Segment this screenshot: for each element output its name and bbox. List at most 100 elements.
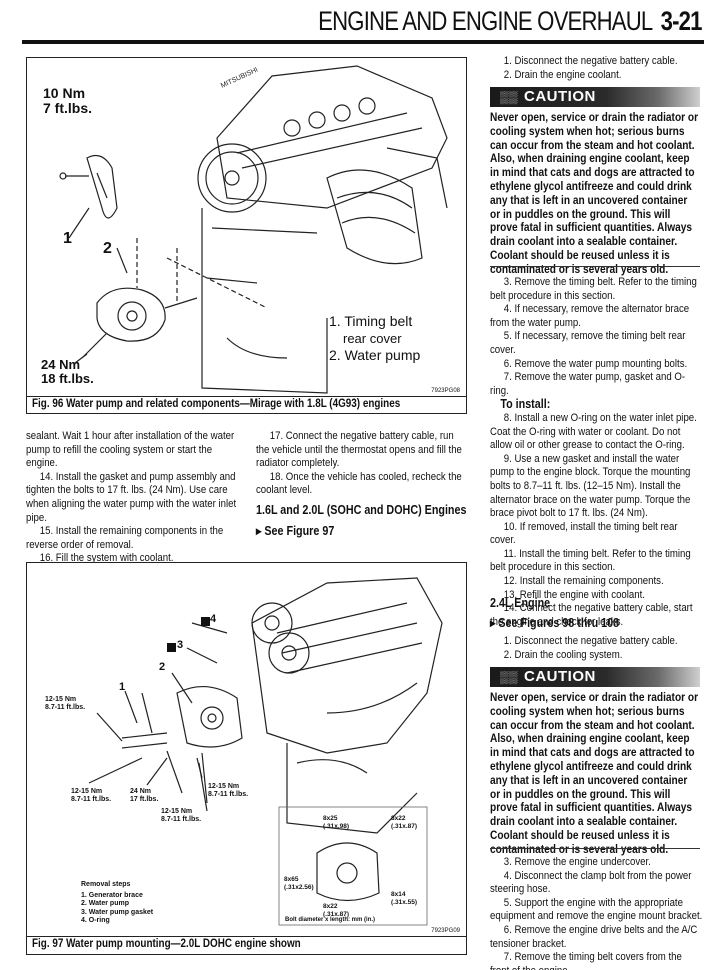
callout-2: 2	[103, 240, 112, 257]
bolt-size: 8x25	[323, 815, 338, 822]
removal-step: 4. O-ring	[81, 917, 110, 924]
right-steps-b: 3. Remove the timing belt. Refer to the …	[490, 276, 703, 629]
caption-rule	[27, 396, 466, 397]
torque-value: 12-15 Nm	[45, 696, 77, 703]
section-heading: 1.6L and 2.0L (SOHC and DOHC) Engines	[256, 503, 467, 517]
section-heading: 2.4L Engine	[490, 596, 551, 610]
legend-item: rear cover	[343, 331, 402, 346]
step: 3. Remove the engine undercover.	[503, 856, 651, 868]
caution-label: CAUTION	[524, 88, 596, 105]
fig96-torque-bottom: 24 Nm 18 ft.lbs.	[41, 358, 94, 386]
figure-caption: Fig. 96 Water pump and related component…	[32, 398, 401, 410]
middle-text-column: 17. Connect the negative battery cable, …	[256, 430, 468, 498]
right-steps-a: 1. Disconnect the negative battery cable…	[490, 55, 703, 82]
caution-banner-2: ▒▒CAUTION	[490, 667, 700, 687]
removal-step: 1. Generator brace	[81, 891, 143, 899]
bolt-c: 8x65(.31x2.56)	[284, 876, 314, 892]
torque-value: 17 ft.lbs.	[130, 796, 159, 803]
fig96-legend: 1. Timing belt rear cover 2. Water pump	[329, 313, 420, 364]
right-steps-d: 1. Disconnect the negative battery cable…	[490, 635, 703, 662]
step: 1. Disconnect the negative battery cable…	[503, 635, 678, 647]
callout-4: 4	[210, 613, 217, 625]
removal-steps: Removal steps 1. Generator brace 2. Wate…	[81, 881, 153, 926]
callout-1: 1	[119, 681, 126, 693]
removal-step: 2. Water pump	[81, 900, 129, 907]
step: 1. Disconnect the negative battery cable…	[503, 55, 678, 67]
torque-value: 8.7-11 ft.lbs.	[208, 791, 249, 798]
bolt-size: 8x22	[323, 903, 338, 910]
bolt-e: 8x14(.31x.55)	[391, 891, 417, 907]
see-figure-label: See Figure 97	[264, 524, 335, 538]
step: 6. Remove the engine drive belts and the…	[490, 923, 698, 950]
step: 7. Remove the timing belt covers from th…	[490, 951, 682, 970]
removal-step: 3. Water pump gasket	[81, 908, 154, 916]
see-figures: ▸ See Figures 98 thru 108	[490, 615, 619, 630]
bolt-size: 8x22	[391, 815, 406, 822]
bolt-size: (.31x.87)	[323, 911, 350, 918]
divider	[490, 266, 700, 267]
arrow-icon: ▸	[256, 524, 265, 538]
torque-value: 12-15 Nm	[208, 783, 240, 790]
step: 5. If necessary, remove the timing belt …	[490, 330, 686, 356]
chapter-title: ENGINE AND ENGINE OVERHAUL	[318, 6, 654, 36]
bolt-size: (.31x.87)	[391, 823, 418, 830]
caption-rule	[27, 936, 466, 937]
caution-banner: ▒▒ CAUTION	[490, 87, 700, 107]
bolt-size-note: Bolt diameter x length: mm (in.)	[285, 917, 376, 923]
removal-steps-title: Removal steps	[81, 881, 131, 888]
figure-code: 7923PG08	[431, 388, 460, 394]
bolt-size: (.31x.55)	[391, 899, 418, 906]
install-heading: To install:	[500, 397, 551, 412]
paragraph: 15. Install the remaining components in …	[26, 525, 224, 551]
torque-value: 18 ft.lbs.	[41, 371, 94, 386]
arrow-icon: ▸	[490, 616, 499, 630]
torque-value: 10 Nm	[43, 85, 86, 101]
step: 14. Connect the negative battery cable, …	[490, 602, 693, 628]
figure-96: MITSUBISHI 10 Nm 7 ft.lbs. 24 Nm 18 ft.l…	[26, 57, 467, 414]
paragraph: sealant. Wait 1 hour after installation …	[26, 430, 235, 470]
step: 9. Use a new gasket and install the wate…	[490, 452, 691, 520]
step: 2. Drain the engine coolant.	[503, 68, 622, 81]
bolt-d: 8x22(.31x.87)	[323, 903, 349, 919]
fig96-torque-top: 10 Nm 7 ft.lbs.	[43, 86, 92, 116]
step: 5. Support the engine with the appropria…	[490, 896, 703, 923]
torque-value: 7 ft.lbs.	[43, 100, 93, 116]
callout-3: 3	[177, 639, 184, 651]
paragraph: 17. Connect the negative battery cable, …	[256, 430, 462, 470]
divider	[490, 848, 700, 849]
step: 4. If necessary, remove the alternator b…	[490, 303, 690, 329]
torque-value: 12-15 Nm	[161, 808, 193, 815]
torque-value: 8.7-11 ft.lbs.	[45, 704, 86, 711]
torque-value: 8.7-11 ft.lbs.	[71, 796, 112, 803]
bolt-size: 8x14	[391, 891, 406, 898]
legend-item: 2. Water pump	[329, 347, 421, 363]
step: 12. Install the remaining components.	[503, 575, 664, 588]
figure-96-drawing: MITSUBISHI	[59, 65, 448, 394]
figure-caption: Fig. 97 Water pump mounting—2.0L DOHC en…	[32, 938, 301, 950]
step: 2. Drain the cooling system.	[503, 648, 623, 661]
see-figure: ▸ See Figure 97	[256, 523, 334, 538]
step: 3. Remove the timing belt. Refer to the …	[490, 276, 697, 302]
torque-value: 12-15 Nm	[71, 788, 103, 795]
bolt-size: 8x65	[284, 876, 299, 883]
see-figures-label: See Figures 98 thru 108	[498, 616, 620, 630]
caution-text: Never open, service or drain the radiato…	[490, 110, 699, 276]
bolt-a: 8x25(.31x.98)	[323, 815, 349, 831]
torque-value: 24 Nm	[130, 788, 152, 795]
svg-text:MITSUBISHI: MITSUBISHI	[220, 67, 259, 90]
bolt-b: 8x22(.31x.87)	[391, 815, 417, 831]
page-number: 3-21	[660, 6, 703, 36]
hazard-icon: ▒▒	[500, 90, 519, 104]
step: 13. Refill the engine with coolant.	[503, 588, 645, 601]
callout-2: 2	[159, 661, 166, 673]
step: 4. Disconnect the clamp bolt from the po…	[490, 869, 692, 896]
paragraph: 14. Install the gasket and pump assembly…	[26, 470, 237, 524]
header-rule	[22, 40, 704, 44]
hazard-icon: ▒▒	[500, 670, 519, 684]
